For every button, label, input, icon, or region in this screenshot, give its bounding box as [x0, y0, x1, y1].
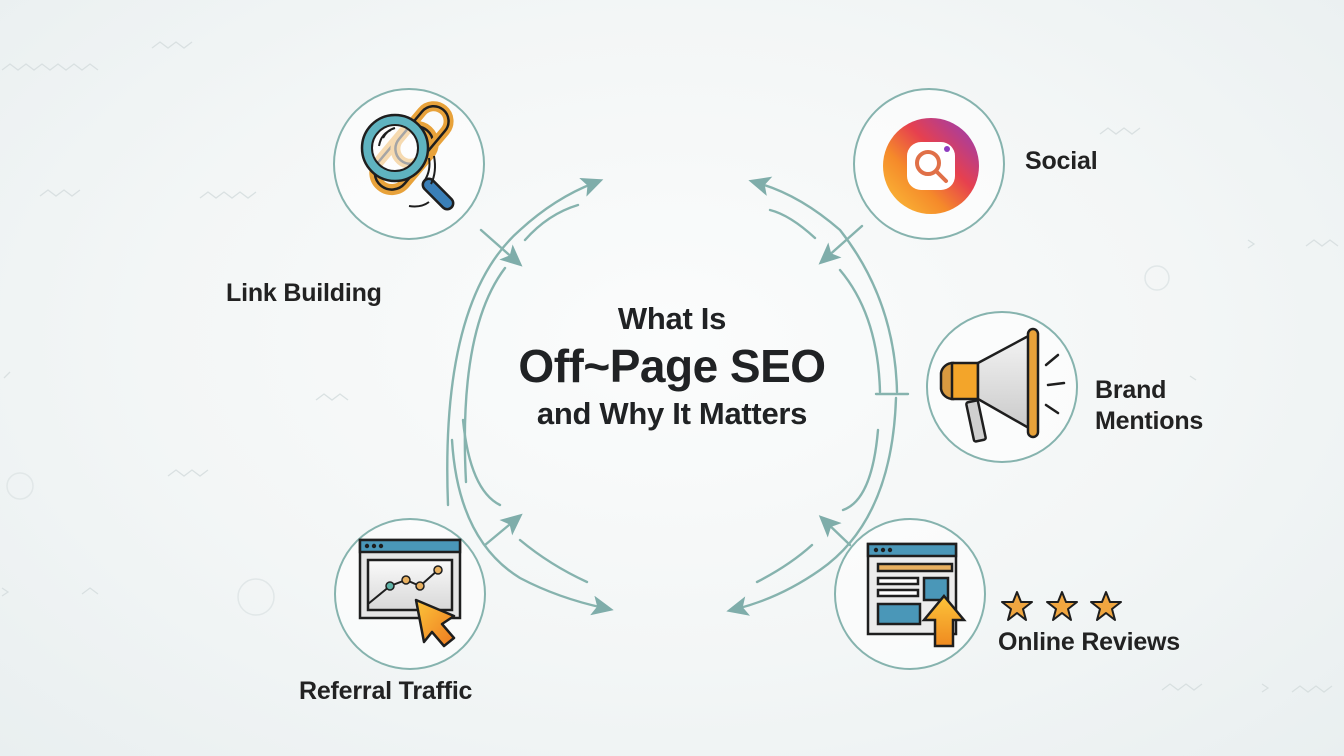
connector-social: [818, 224, 864, 265]
node-referral-traffic: [334, 518, 486, 670]
star-icon: [1090, 591, 1122, 621]
arc-bottom-left-inner: [461, 418, 589, 584]
connector-reviews: [818, 515, 852, 547]
title-line-2: Off~Page SEO: [518, 340, 826, 392]
title-line-1: What Is: [617, 301, 727, 336]
node-link-building: [333, 88, 485, 240]
diagram-title: What Is Off~Page SEO and Why It Matters: [472, 300, 872, 434]
arc-bottom-left-outer: [450, 438, 614, 616]
label-social: Social: [1025, 147, 1098, 175]
star-icon: [1046, 591, 1078, 621]
magnifier-chain-link-icon: [360, 101, 455, 211]
label-brand-mentions-line2: Mentions: [1095, 407, 1204, 435]
node-social: [853, 88, 1005, 240]
webpage-upload-arrow-icon: [866, 542, 967, 648]
connector-referral: [483, 513, 523, 547]
label-referral-traffic: Referral Traffic: [299, 677, 473, 705]
arc-top-left-outer: [446, 177, 604, 507]
instagram-search-icon: [883, 118, 979, 214]
browser-chart-cursor-icon: [358, 538, 462, 648]
node-online-reviews: [834, 518, 986, 670]
label-online-reviews: Online Reviews: [998, 628, 1180, 656]
star-icons: [1001, 591, 1122, 621]
star-rating: [1000, 589, 1130, 623]
arc-top-left-inner: [463, 203, 580, 484]
connector-link-building: [479, 228, 523, 267]
arc-top-right-inner: [768, 208, 882, 394]
title-line-3: and Why It Matters: [536, 396, 808, 431]
megaphone-icon: [939, 327, 1066, 443]
node-brand-mentions: [926, 311, 1078, 463]
label-brand-mentions: Brand Mentions: [1095, 375, 1203, 437]
star-icon: [1001, 591, 1033, 621]
arc-bottom-right-inner: [755, 428, 880, 584]
label-brand-mentions-line1: Brand: [1095, 376, 1167, 404]
label-link-building: Link Building: [226, 279, 382, 307]
arc-bottom-right-outer: [726, 396, 898, 616]
